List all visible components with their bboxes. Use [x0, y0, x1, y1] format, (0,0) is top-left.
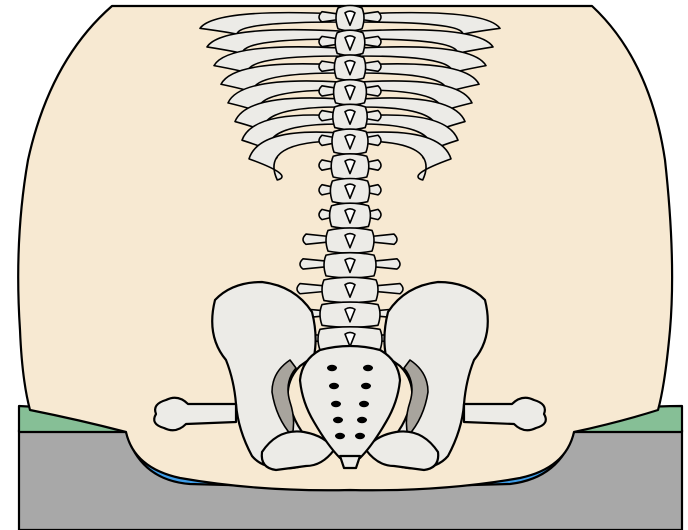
- sacral-foramen: [357, 417, 367, 423]
- sacral-foramen: [335, 433, 345, 439]
- sacral-foramen: [355, 433, 365, 439]
- sacral-foramen: [333, 417, 343, 423]
- sacral-foramen: [363, 365, 373, 371]
- sacral-foramen: [327, 365, 337, 371]
- coccyx: [340, 456, 360, 468]
- sacral-foramen: [361, 383, 371, 389]
- sacral-foramen: [359, 401, 369, 407]
- sacral-foramen: [331, 401, 341, 407]
- sacral-foramen: [329, 383, 339, 389]
